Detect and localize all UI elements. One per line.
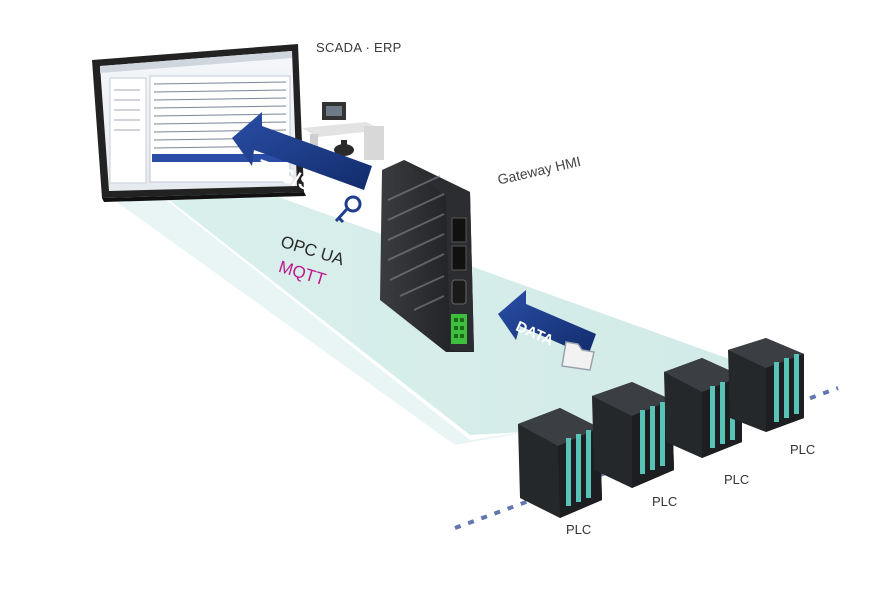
scada-erp-label: SCADA · ERP (316, 40, 402, 55)
folder-icon (561, 341, 595, 371)
plc-label-2: PLC (652, 494, 678, 509)
data-arrow (498, 290, 596, 356)
plc-rack-1 (518, 408, 602, 518)
key-icon (334, 195, 362, 224)
plc-rack-3 (664, 358, 742, 458)
plc-label-4: PLC (790, 442, 816, 457)
plc-label-3: PLC (724, 472, 750, 487)
data-beam-lower (100, 190, 540, 445)
plc-label-1: PLC (566, 522, 592, 537)
gateway-device (380, 160, 474, 352)
plc-rack-4 (728, 338, 804, 432)
plc-rack-2 (592, 382, 674, 488)
tls-ssl-arrow (232, 112, 372, 190)
